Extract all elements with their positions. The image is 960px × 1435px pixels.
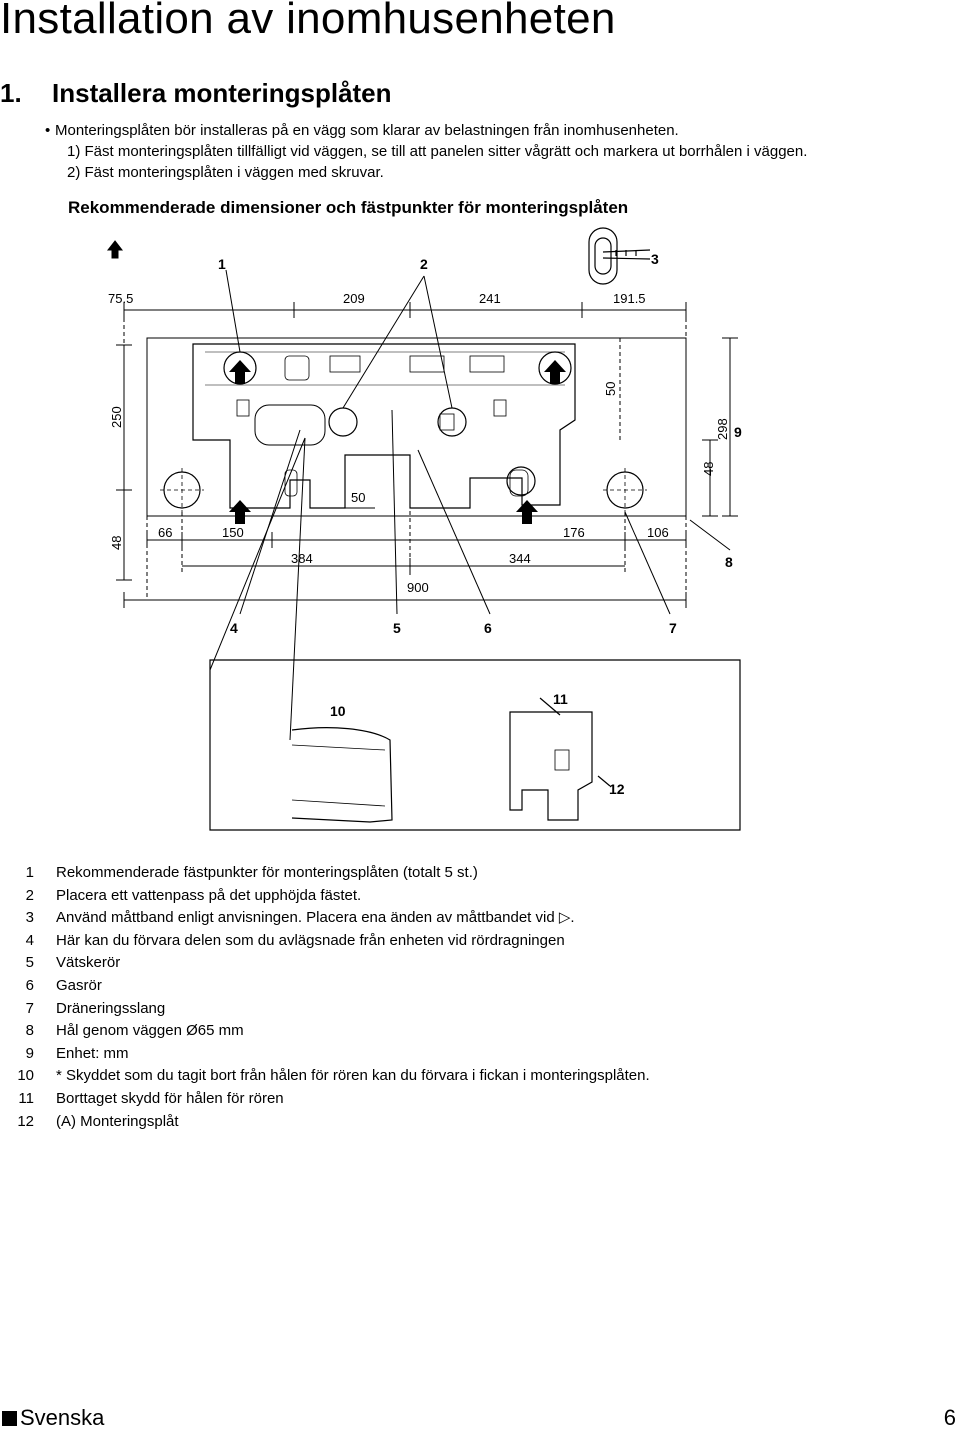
dim-right-48: 48 [701, 462, 716, 476]
dim-900: 900 [407, 580, 429, 595]
callout-5: 5 [393, 620, 401, 636]
dim-top-left: 75.5 [108, 291, 133, 306]
legend-item: 12(A) Monteringsplåt [17, 1112, 179, 1130]
intro-text: Monteringsplåten bör installeras på en v… [45, 120, 808, 183]
page-title: Installation av inomhusenheten [0, 0, 616, 43]
figure-title: Rekommenderade dimensioner och fästpunkt… [68, 198, 629, 217]
callout-3: 3 [651, 251, 659, 267]
left-dimension-lines [116, 344, 132, 581]
top-dimension-line [123, 302, 687, 345]
dim-384: 384 [291, 551, 313, 566]
dim-left-48: 48 [109, 536, 124, 550]
section-heading: 1. Installera monteringsplåten [0, 78, 392, 109]
intro-step-2: 2) Fäst monteringsplåten i väggen med sk… [67, 164, 384, 181]
callout-11: 11 [553, 691, 568, 707]
callout-1: 1 [218, 256, 226, 272]
callout-6: 6 [484, 620, 492, 636]
dim-344: 344 [509, 551, 531, 566]
fixing-points [223, 351, 572, 496]
dim-66: 66 [158, 525, 172, 540]
dim-inner-50: 50 [351, 490, 365, 505]
dim-left-250: 250 [109, 406, 124, 428]
intro-bullet: Monteringsplåten bör installeras på en v… [45, 120, 807, 141]
footer: Svenska 6 [0, 1405, 960, 1435]
dim-right-298: 298 [715, 418, 730, 440]
mounting-plate-diagram: 75.5 209 241 191.5 250 48 50 298 48 50 6… [106, 227, 742, 831]
detail-box [209, 659, 741, 831]
callout-10: 10 [330, 703, 346, 719]
wall-holes [160, 468, 647, 512]
dimension-labels: 75.5 209 241 191.5 250 48 50 298 48 50 6… [108, 291, 730, 595]
square-icon [2, 1411, 17, 1426]
bottom-dimension-lines [123, 490, 687, 608]
callout-9: 9 [734, 424, 742, 440]
page-number: 6 [943, 1405, 956, 1430]
tape-measure-icon [588, 227, 651, 285]
dim-right-50: 50 [603, 382, 618, 396]
dim-top-209: 209 [343, 291, 365, 306]
intro-step-1: 1) Fäst monteringsplåten tillfälligt vid… [67, 143, 808, 160]
section-title: Installera monteringsplåten [52, 78, 392, 108]
callout-labels: 1 2 3 4 5 6 7 8 9 10 11 12 [218, 251, 742, 797]
dim-top-191: 191.5 [613, 291, 646, 306]
footer-language: Svenska [20, 1405, 105, 1430]
legend-item: 10* Skyddet som du tagit bort från hålen… [17, 1067, 650, 1085]
mounting-plate [192, 343, 576, 509]
dim-176: 176 [563, 525, 585, 540]
leader-lines [209, 269, 731, 741]
section-number: 1. [0, 78, 22, 108]
callout-8: 8 [725, 554, 733, 570]
callout-7: 7 [669, 620, 677, 636]
dim-106: 106 [647, 525, 669, 540]
unit-outline [146, 337, 687, 517]
fixing-point-arrows [229, 360, 566, 524]
callout-12: 12 [609, 781, 625, 797]
callout-4: 4 [230, 620, 238, 636]
dim-150: 150 [222, 525, 244, 540]
callout-2: 2 [420, 256, 428, 272]
dim-top-241: 241 [479, 291, 501, 306]
right-dimension-lines [619, 337, 738, 517]
up-arrow-icon [106, 240, 124, 259]
